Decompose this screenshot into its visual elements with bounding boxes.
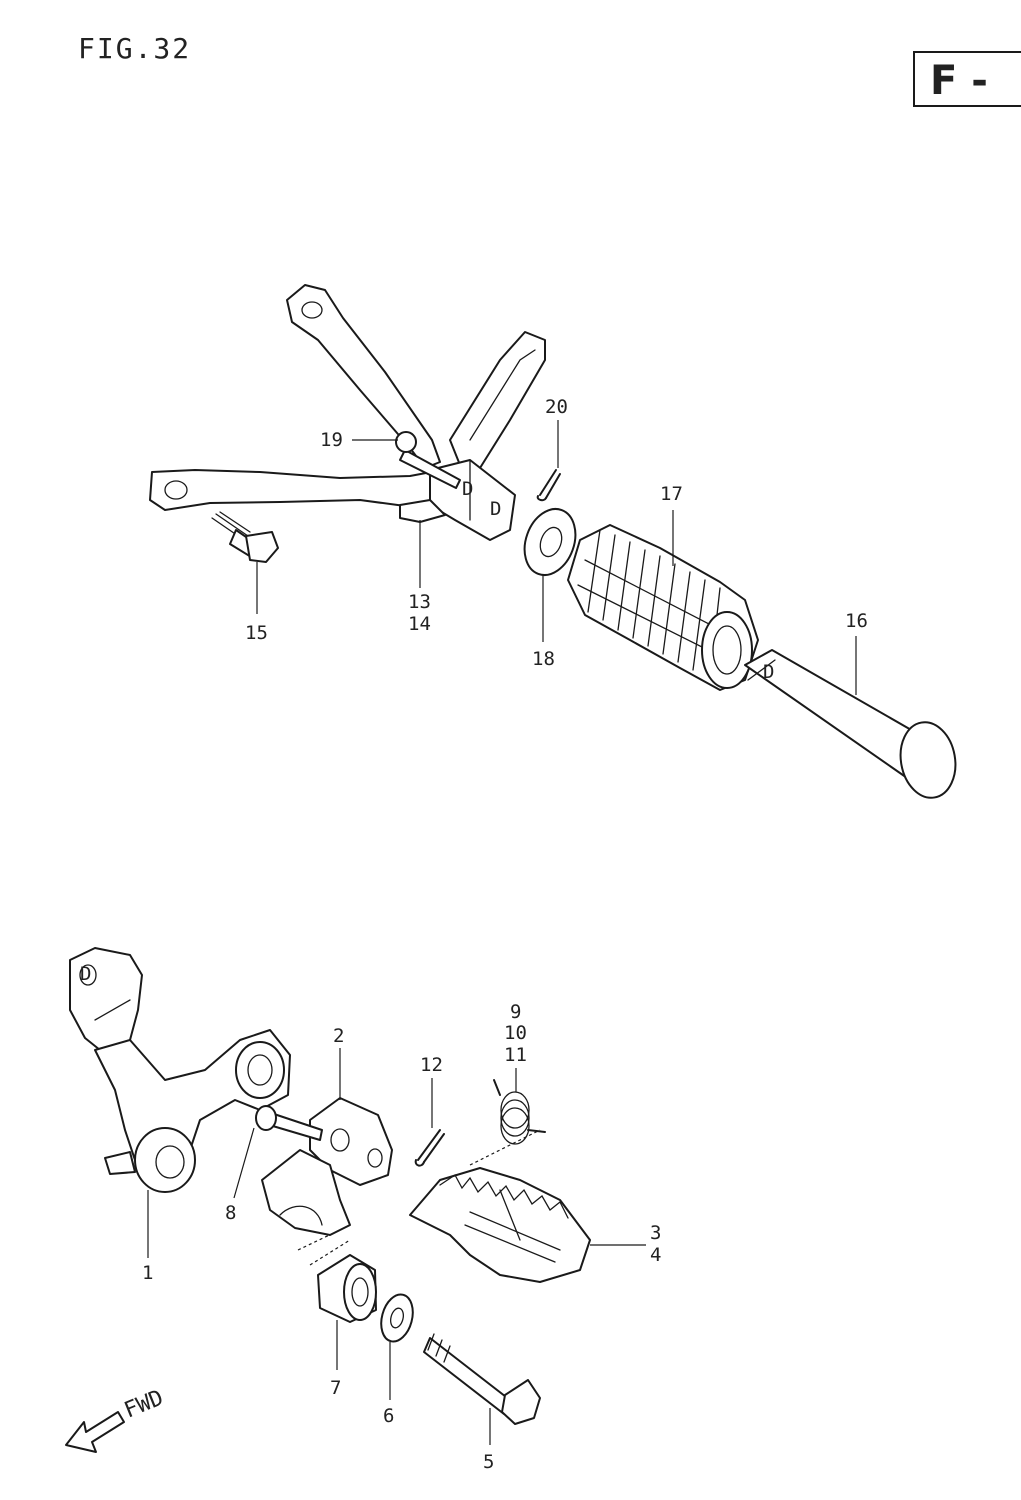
label-20: 20 [545,396,568,418]
cotter-pin-20 [536,469,561,502]
label-3: 3 [650,1222,661,1244]
label-18: 18 [532,648,555,670]
section-badge: F - [913,51,1021,107]
washer-6 [380,1293,414,1343]
svg-text:D: D [763,661,774,683]
rear-footrest-bracket: D D [149,284,546,541]
svg-text:D: D [490,498,501,520]
label-13: 13 [408,591,431,613]
label-1: 1 [142,1262,153,1284]
label-8: 8 [225,1202,236,1224]
front-footrest-bracket: D [69,947,291,1193]
pin-8 [255,1105,323,1141]
label-14: 14 [408,613,431,635]
svg-text:D: D [80,963,91,985]
leader-8 [233,1127,255,1199]
label-2: 2 [333,1025,344,1047]
forward-arrow: FWD [65,1385,167,1453]
label-16: 16 [845,610,868,632]
collar-7 [317,1254,377,1323]
label-12: 12 [420,1054,443,1076]
label-15: 15 [245,622,268,644]
figure-title: FIG.32 [78,32,191,65]
cotter-pin-12 [414,1129,445,1167]
label-9: 9 [510,1001,521,1023]
label-6: 6 [383,1405,394,1427]
bolt-15 [211,511,279,563]
svg-text:D: D [462,478,473,500]
label-5: 5 [483,1451,494,1473]
footrest-rubber-17 [567,524,759,691]
label-17: 17 [660,483,683,505]
label-19: 19 [320,429,343,451]
footrest-shaft-16: D [744,649,957,799]
washer-18 [523,508,577,576]
section-badge-text: F - [930,58,988,104]
label-7: 7 [330,1377,341,1399]
bolt-5 [423,1333,541,1425]
label-10: 10 [504,1022,527,1044]
pin-19 [395,431,461,489]
forward-label: FWD [121,1385,167,1423]
label-4: 4 [650,1244,661,1266]
footrest-mount-2 [261,1097,393,1236]
footrest-peg-3-4 [409,1167,591,1283]
label-11: 11 [504,1044,527,1066]
spring-9-10-11 [493,1079,546,1145]
